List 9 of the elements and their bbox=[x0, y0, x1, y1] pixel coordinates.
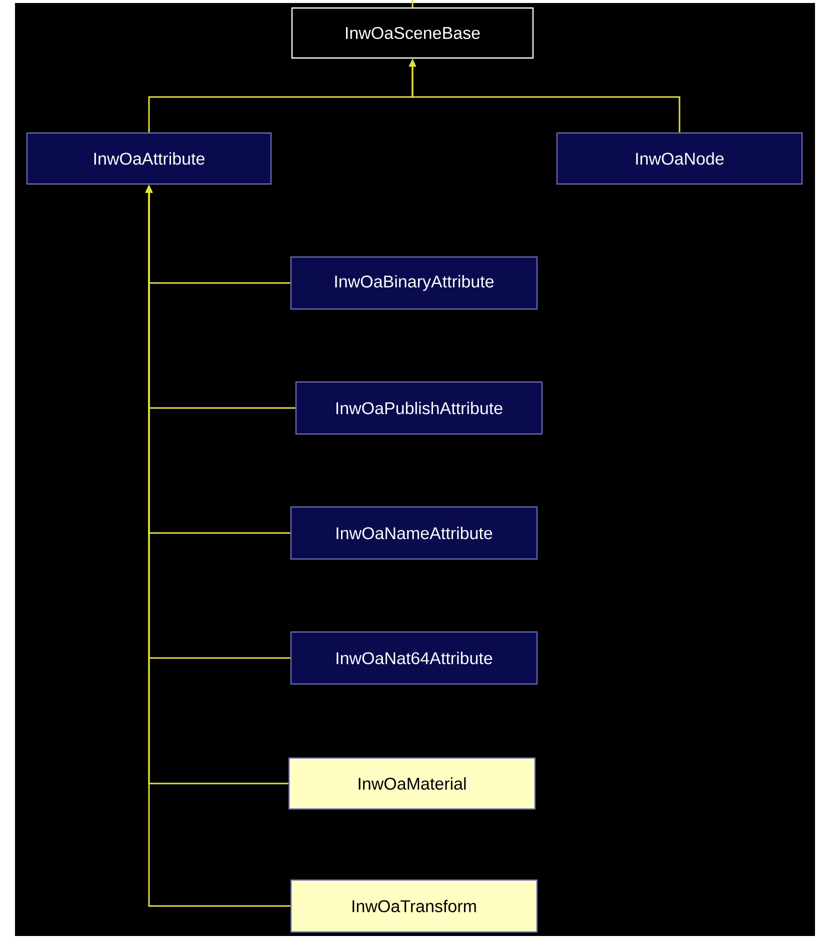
class-box: InwOaNode bbox=[556, 132, 803, 185]
class-box: InwOaNameAttribute bbox=[290, 506, 538, 560]
class-box: InwOaSceneBase bbox=[291, 7, 534, 59]
class-box: InwOaPublishAttribute bbox=[295, 381, 543, 435]
class-box: InwOaTransform bbox=[290, 879, 538, 933]
class-box: InwOaAttribute bbox=[26, 132, 272, 185]
class-box: InwOaMaterial bbox=[288, 757, 536, 810]
class-box: InwOaBinaryAttribute bbox=[290, 256, 538, 310]
class-box: InwOaNat64Attribute bbox=[290, 631, 538, 685]
